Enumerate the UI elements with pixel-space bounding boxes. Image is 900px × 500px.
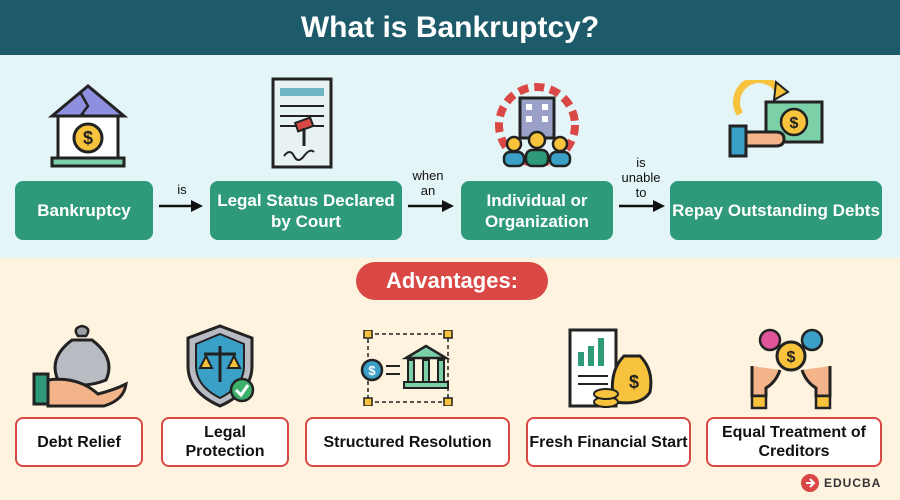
flow-box-individual: Individual or Organization	[461, 181, 613, 240]
educba-logo-icon	[801, 474, 819, 492]
svg-text:$: $	[787, 349, 796, 366]
connector-is: is	[177, 182, 187, 197]
advantage-debt-relief: Debt Relief	[15, 417, 143, 467]
flow-box-legal-status: Legal Status Declared by Court	[210, 181, 402, 240]
arrow-right-icon	[159, 200, 203, 212]
advantage-structured-resolution: Structured Resolution	[305, 417, 510, 467]
page-title: What is Bankruptcy?	[0, 0, 900, 55]
arrow-right-icon	[408, 200, 454, 212]
advantages-heading: Advantages:	[356, 262, 548, 300]
svg-text:$: $	[790, 115, 799, 132]
advantage-fresh-start: Fresh Financial Start	[526, 417, 691, 467]
flow-box-bankruptcy: Bankruptcy	[15, 181, 153, 240]
svg-text:$: $	[83, 128, 93, 148]
coins-hands-icon: $	[750, 328, 832, 410]
flow-box-repay: Repay Outstanding Debts	[670, 181, 882, 240]
bank-flow-icon: $	[360, 330, 453, 406]
organization-gear-icon	[495, 83, 579, 168]
justice-shield-icon	[186, 324, 255, 408]
legal-document-gavel-icon	[271, 77, 333, 169]
arrow-right-icon	[619, 200, 665, 212]
educba-logo: EDUCBA	[800, 473, 881, 493]
broken-house-dollar-icon: $	[47, 84, 129, 168]
advantage-legal-protection: Legal Protection	[161, 417, 289, 467]
money-bag-hand-icon	[32, 324, 128, 408]
repay-money-icon: $	[728, 80, 824, 158]
connector-when-an: when an	[412, 168, 444, 198]
svg-text:$: $	[368, 363, 376, 378]
logo-text: EDUCBA	[824, 476, 882, 490]
advantage-equal-treatment: Equal Treatment of Creditors	[706, 417, 882, 467]
connector-unable: is unable to	[621, 155, 661, 200]
svg-text:$: $	[629, 372, 639, 392]
financial-report-icon: $	[568, 328, 653, 408]
